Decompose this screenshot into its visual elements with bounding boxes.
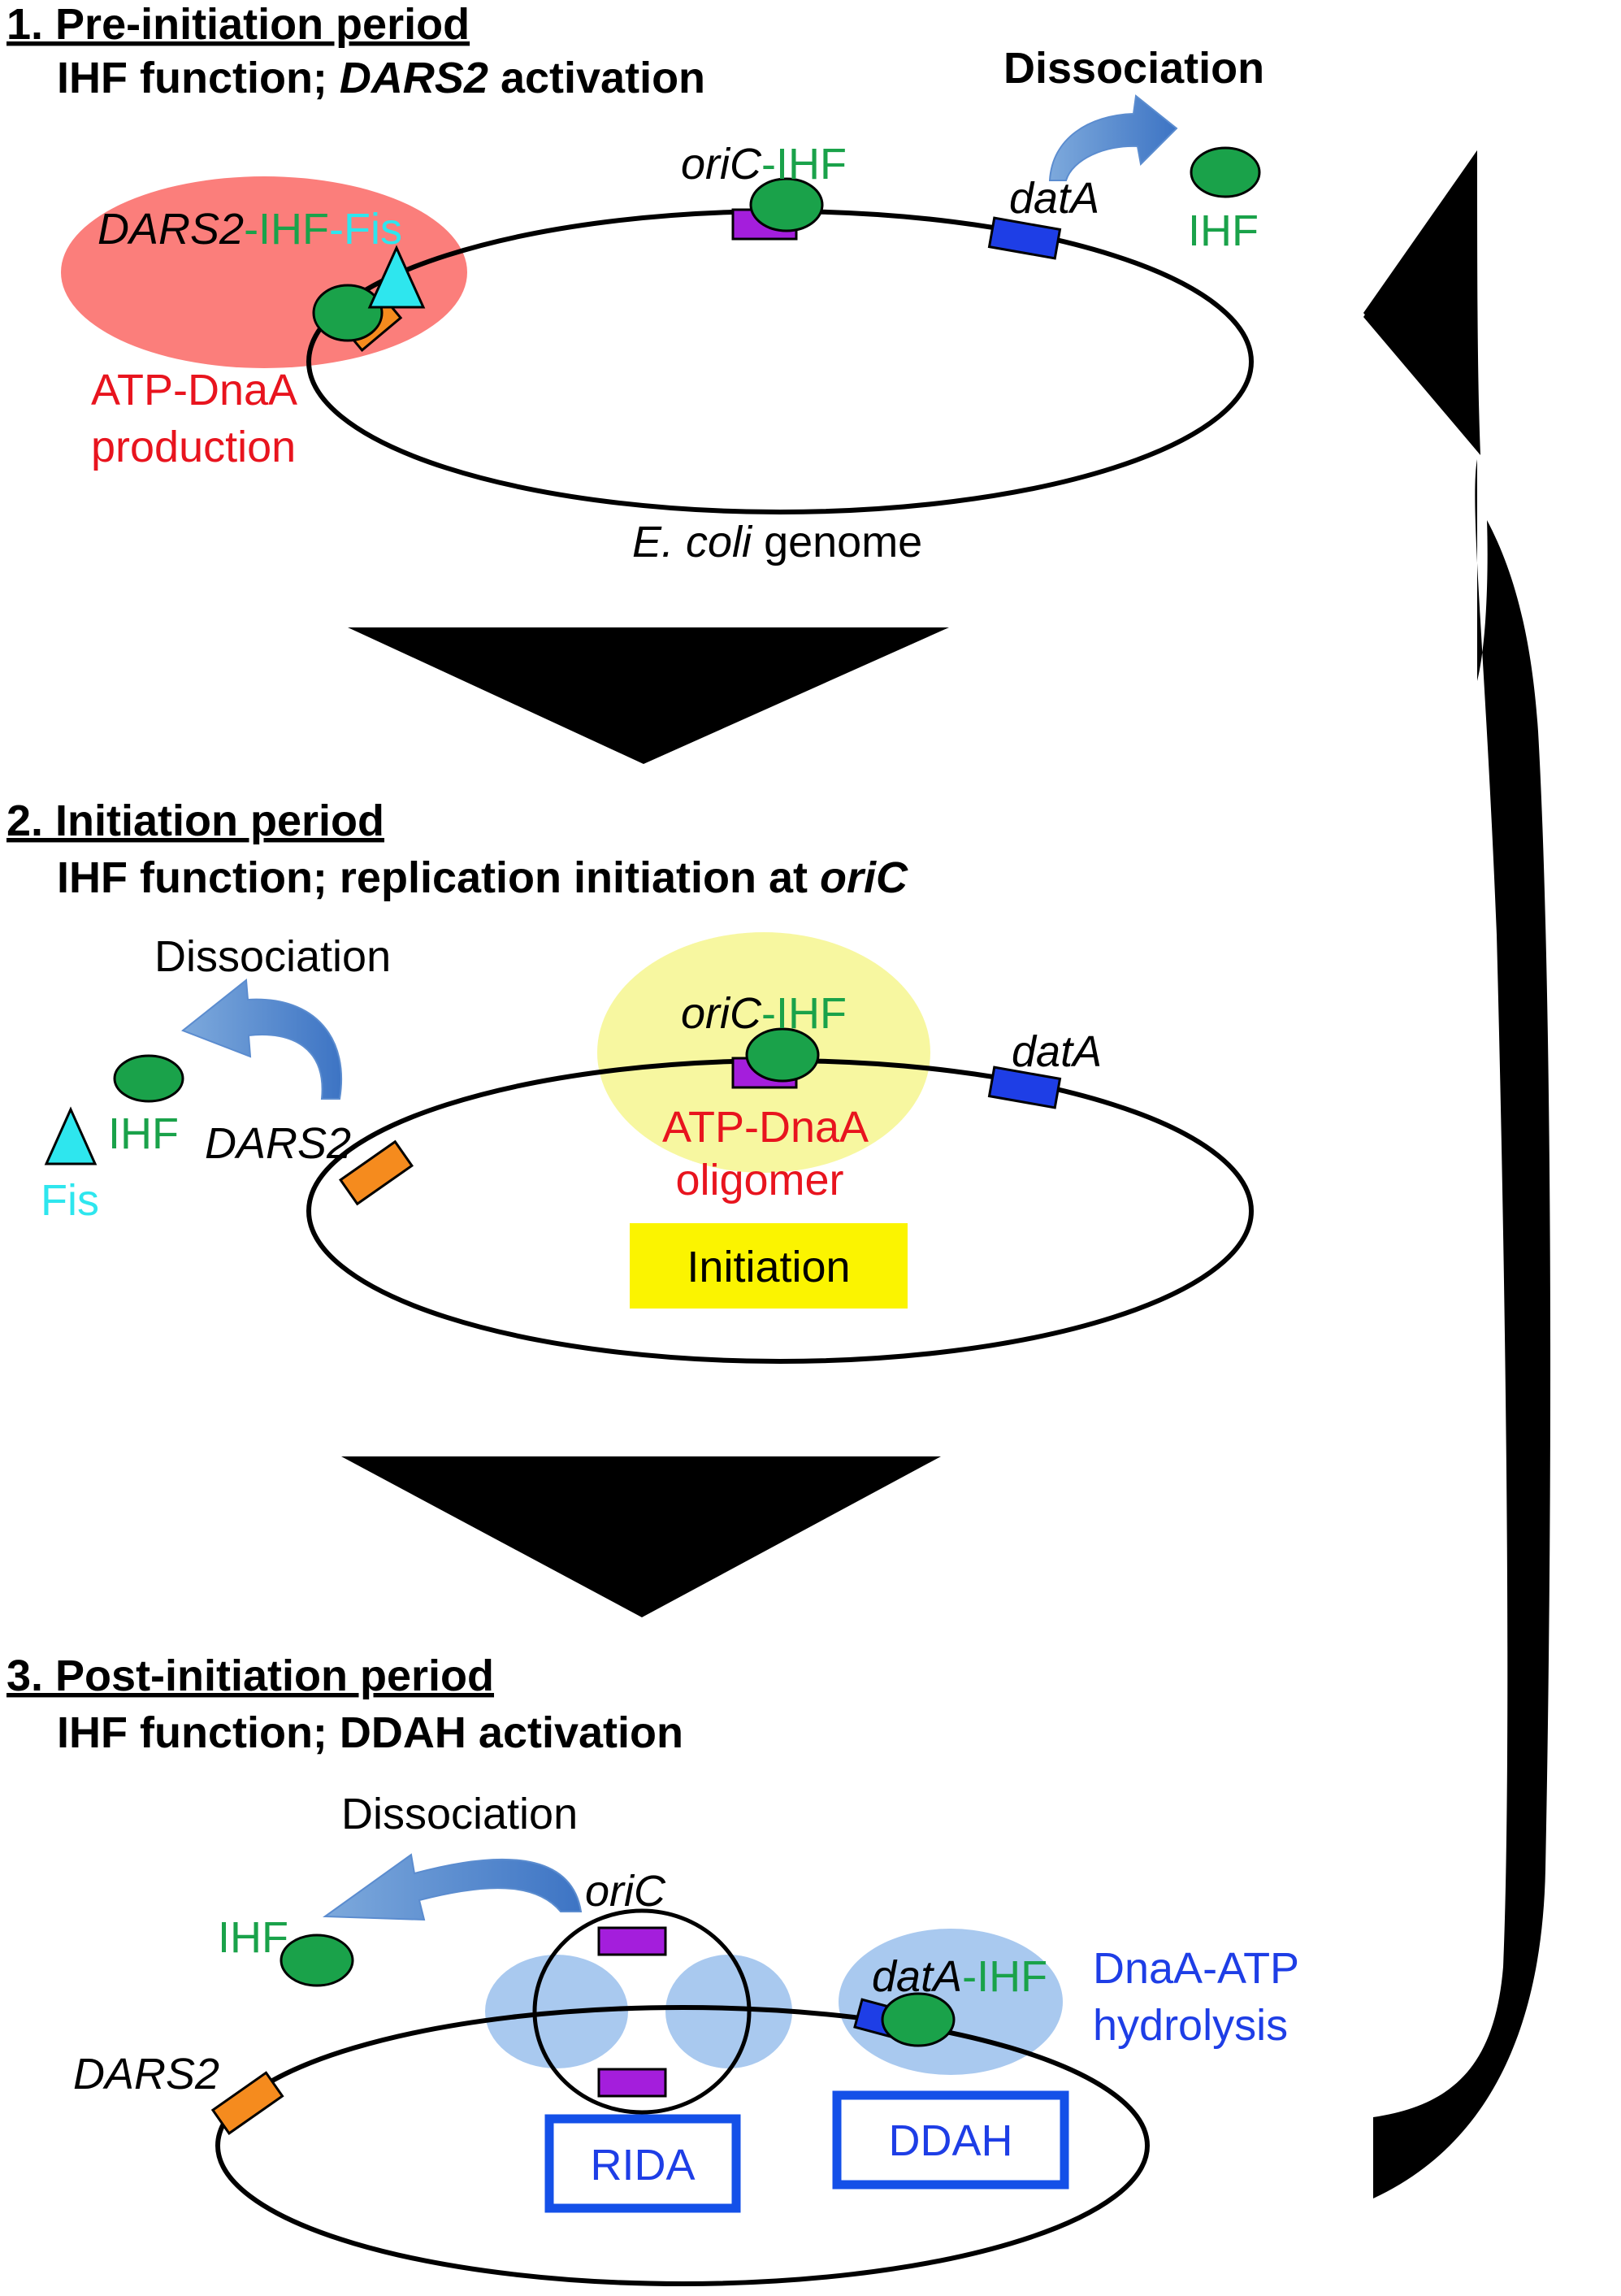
- oric-ihf-label: oriC-IHF: [681, 989, 847, 1038]
- atp-dnaa-oligomer-line1: ATP-DnaA: [662, 1103, 869, 1152]
- fis-icon: [367, 245, 426, 309]
- data-label: datA: [1009, 174, 1099, 223]
- oric-label: oriC: [585, 1867, 666, 1916]
- initiation-label: Initiation: [687, 1243, 850, 1291]
- ddah-label: DDAH: [888, 2116, 1012, 2165]
- dnaa-atp-hydrolysis-line1: DnaA-ATP: [1093, 1944, 1299, 1993]
- dissociation-label: Dissociation: [1003, 44, 1264, 93]
- dars2-label: DARS2: [73, 2050, 219, 2099]
- ihf-label: IHF: [218, 1913, 288, 1962]
- ihf-label: IHF: [1188, 206, 1259, 255]
- panel1-function: IHF function; DARS2 activation: [57, 54, 705, 102]
- panel2-function: IHF function; replication initiation at …: [57, 853, 908, 902]
- ihf-icon: [1190, 146, 1261, 198]
- panel-post-initiation: 3. Post-initiation period IHF function; …: [7, 1651, 1299, 2286]
- cycle-return-arrow-icon: [1363, 150, 1551, 2198]
- ihf-icon: [881, 1992, 956, 2047]
- genome-circle: [215, 2005, 1150, 2286]
- ihf-icon: [749, 177, 824, 232]
- ihf-icon: [312, 284, 384, 342]
- atp-dnaa-oligomer-line2: oligomer: [675, 1156, 843, 1204]
- oric-site: [597, 2068, 667, 2098]
- oric-ihf-label: oriC-IHF: [681, 140, 847, 189]
- ihf-label: IHF: [108, 1109, 179, 1158]
- dars2-site: [210, 2071, 284, 2135]
- panel-pre-initiation: 1. Pre-initiation period IHF function; D…: [7, 0, 1264, 566]
- panel2-title: 2. Initiation period: [7, 796, 384, 845]
- dars2-site: [339, 1139, 414, 1206]
- dissociation-arrow-icon: [181, 979, 343, 1100]
- dars2-label: DARS2: [205, 1119, 351, 1168]
- dnaa-atp-hydrolysis-line2: hydrolysis: [1093, 2001, 1288, 2050]
- fis-label: Fis: [41, 1176, 99, 1225]
- panel3-function: IHF function; DDAH activation: [57, 1708, 683, 1757]
- data-site: [987, 216, 1062, 260]
- ihf-icon: [745, 1027, 820, 1083]
- fis-icon: [44, 1106, 98, 1165]
- dissociation-label: Dissociation: [341, 1790, 578, 1838]
- dissociation-arrow-icon: [323, 1853, 583, 1921]
- replication-bubble: [532, 1908, 752, 2115]
- rida-highlight-right: [665, 1955, 792, 2068]
- ddah-box: [832, 2090, 1069, 2190]
- down-arrow-icon: [348, 627, 949, 764]
- ihf-icon: [280, 1934, 354, 1987]
- atp-dnaa-production-line1: ATP-DnaA: [91, 366, 297, 414]
- dissociation-label: Dissociation: [154, 932, 391, 981]
- down-arrow-icon: [341, 1456, 941, 1617]
- initiation-box: [630, 1223, 908, 1309]
- ihf-icon: [113, 1054, 184, 1103]
- panel-initiation: 2. Initiation period IHF function; repli…: [7, 796, 1254, 1364]
- oric-site: [597, 1926, 667, 1956]
- data-ihf-label: datA-IHF: [872, 1952, 1047, 2001]
- dissociation-arrow-icon: [1048, 94, 1178, 181]
- genome-label: E. coli genome: [632, 518, 922, 566]
- panel3-title: 3. Post-initiation period: [7, 1651, 494, 1700]
- panel1-title: 1. Pre-initiation period: [7, 0, 470, 49]
- dars2-ihf-fis-label: DARS2-IHF-Fis: [98, 205, 402, 254]
- data-label: datA: [1012, 1027, 1102, 1076]
- genome-circle: [306, 209, 1254, 514]
- rida-label: RIDA: [590, 2141, 695, 2190]
- rida-box: [544, 2114, 741, 2213]
- data-site: [987, 1066, 1062, 1109]
- cycle-return-arrowhead-icon: [1363, 150, 1480, 455]
- atp-dnaa-production-line2: production: [91, 423, 296, 471]
